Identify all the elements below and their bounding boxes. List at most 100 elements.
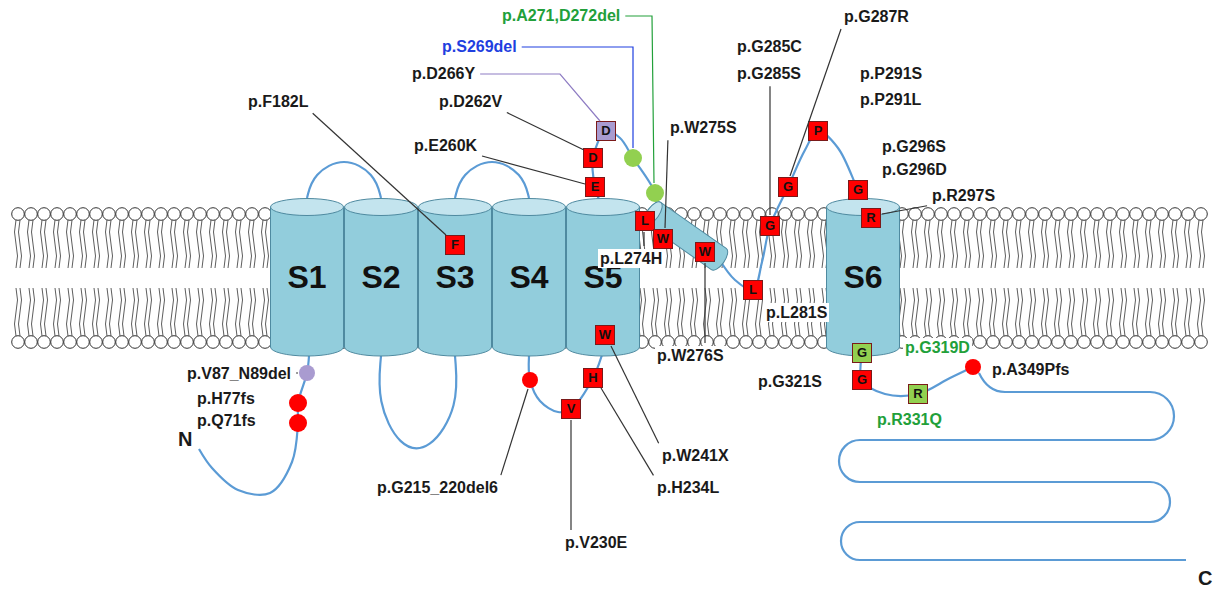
- lipid-head: [1143, 208, 1156, 221]
- residue-square: W: [595, 325, 615, 345]
- lipid-head: [233, 336, 246, 349]
- label-box: p.S269del: [440, 37, 519, 56]
- residue-letter: V: [567, 402, 576, 417]
- residue-square: W: [653, 229, 673, 249]
- label-box: N: [176, 427, 194, 451]
- lipid-head: [116, 208, 129, 221]
- lipid-head: [740, 336, 753, 349]
- square-body: [584, 369, 603, 388]
- label-box: p.G285S: [735, 64, 803, 83]
- lipid-head: [779, 208, 792, 221]
- label-box: p.H234L: [655, 478, 721, 497]
- residue-square: H: [583, 368, 603, 388]
- lipid-head: [1169, 208, 1182, 221]
- square-body: [562, 400, 581, 419]
- residue-letter: G: [765, 219, 775, 234]
- lipid-head: [909, 208, 922, 221]
- lipid-head: [740, 208, 753, 221]
- lipid-head: [77, 208, 90, 221]
- residue-square: V: [561, 399, 581, 419]
- mutation-label: p.D266Y: [410, 64, 477, 83]
- lipid-head: [1091, 208, 1104, 221]
- cylinder-top: [345, 199, 418, 216]
- residue-dot: [624, 149, 642, 167]
- residue-dot: [522, 372, 538, 388]
- leader-line: [601, 388, 653, 475]
- lipid-head: [1104, 336, 1117, 349]
- lipid-head: [64, 336, 77, 349]
- lipid-head: [1052, 336, 1065, 349]
- mutation-label: p.V87_N89del: [185, 364, 293, 383]
- lipid-head: [1000, 208, 1013, 221]
- lipid-head: [714, 208, 727, 221]
- residue-square: G: [778, 177, 798, 197]
- residue-letter: R: [866, 211, 875, 226]
- lipid-head: [727, 208, 740, 221]
- residue-square: R: [908, 384, 928, 404]
- lipid-head: [974, 336, 987, 349]
- label-box: p.R331Q: [875, 410, 944, 429]
- mutation-label: p.L274H: [598, 249, 664, 268]
- mutation-label: p.A349Pfs: [990, 360, 1071, 379]
- lipid-head: [1039, 336, 1052, 349]
- label-box: p.D262V: [437, 92, 504, 111]
- helix-cylinder: S4: [492, 198, 566, 356]
- lipid-head: [90, 208, 103, 221]
- square-body: [909, 385, 928, 404]
- mutation-label: p.G296S: [880, 137, 948, 156]
- residue-letter: G: [783, 180, 793, 195]
- label-box: p.R297S: [930, 186, 997, 205]
- mutation-label: p.E260K: [412, 136, 479, 155]
- residue-letter: F: [451, 238, 459, 253]
- lipid-head: [12, 336, 25, 349]
- lipid-head: [1078, 208, 1091, 221]
- cylinder-top: [419, 199, 492, 216]
- label-box: p.H77fs: [195, 389, 257, 408]
- label-box: p.L274H: [598, 249, 664, 268]
- lipid-head: [181, 336, 194, 349]
- residue-letter: G: [857, 373, 867, 388]
- leader-line: [769, 86, 770, 215]
- cylinder-body: [567, 207, 640, 356]
- lipid-head: [51, 208, 64, 221]
- lipid-head: [1130, 336, 1143, 349]
- lipid-head: [168, 208, 181, 221]
- mutation-label: p.Q71fs: [195, 411, 258, 430]
- mutation-label: p.G287R: [842, 7, 911, 26]
- label-box: p.D266Y: [410, 64, 477, 83]
- label-box: p.A271,D272del: [500, 6, 622, 25]
- cylinder-body: [345, 207, 418, 356]
- lipid-head: [727, 336, 740, 349]
- label-box: p.L281S: [764, 303, 829, 322]
- loop-connector: [379, 356, 456, 448]
- label-box: p.G319D: [903, 338, 972, 357]
- leader-line: [507, 112, 584, 150]
- lipid-head: [1156, 208, 1169, 221]
- lipid-head: [1039, 208, 1052, 221]
- square-body: [744, 281, 763, 300]
- mutation-label: p.H77fs: [195, 389, 257, 408]
- lipid-head: [194, 208, 207, 221]
- residue-letter: G: [857, 346, 867, 361]
- residue-square: G: [848, 180, 868, 200]
- label-box: p.G321S: [756, 372, 824, 391]
- lipid-head: [142, 336, 155, 349]
- residue-square: R: [861, 208, 881, 228]
- square-body: [853, 371, 872, 390]
- leader-line: [643, 232, 644, 246]
- lipid-head: [792, 208, 805, 221]
- lipid-head: [948, 208, 961, 221]
- mutation-label: p.W276S: [655, 346, 726, 365]
- mutation-label: p.G319D: [903, 338, 972, 357]
- lipid-head: [1156, 336, 1169, 349]
- lipid-head: [779, 336, 792, 349]
- terminus-label: C: [1196, 566, 1214, 590]
- square-body: [597, 122, 616, 141]
- mutation-label: p.W241X: [660, 446, 731, 465]
- helix-cylinder: S1: [270, 198, 344, 356]
- residue-square: E: [585, 177, 605, 197]
- lipid-head: [103, 208, 116, 221]
